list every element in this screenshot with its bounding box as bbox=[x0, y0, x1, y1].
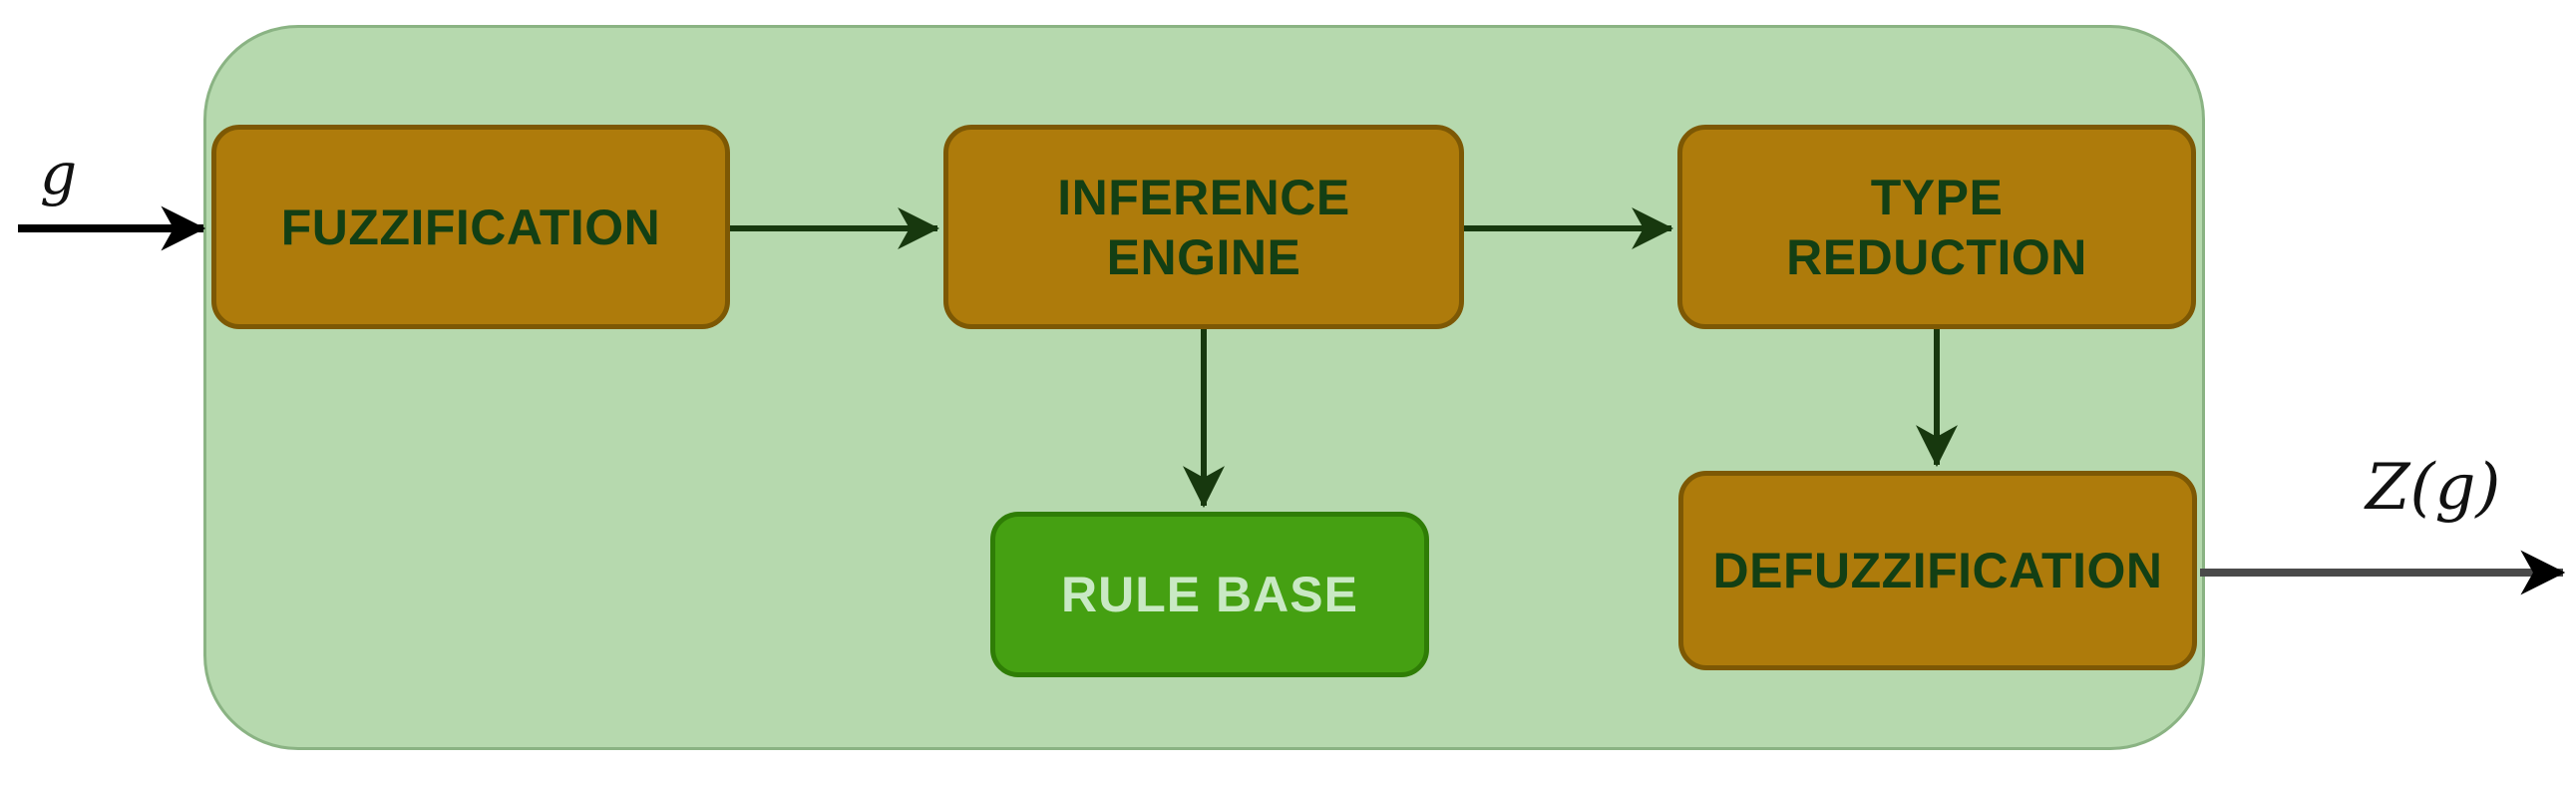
rule-base-label: RULE BASE bbox=[1061, 567, 1358, 622]
inference-engine-label-line1: INFERENCE bbox=[1057, 169, 1350, 225]
input-variable-label: g bbox=[40, 140, 78, 207]
fuzzification-label: FUZZIFICATION bbox=[280, 198, 661, 255]
type-reduction-label-line2: REDUCTION bbox=[1786, 228, 2087, 285]
type-reduction-block: TYPE REDUCTION bbox=[1677, 125, 2196, 329]
defuzzification-block: DEFUZZIFICATION bbox=[1678, 471, 2197, 670]
output-variable-label: Z(g) bbox=[2366, 451, 2501, 525]
inference-engine-label-line2: ENGINE bbox=[1106, 228, 1301, 285]
inference-engine-block: INFERENCE ENGINE bbox=[943, 125, 1464, 329]
rule-base-block: RULE BASE bbox=[990, 512, 1429, 677]
defuzzification-label: DEFUZZIFICATION bbox=[1712, 543, 2163, 598]
fuzzification-block: FUZZIFICATION bbox=[211, 125, 730, 329]
type-reduction-label-line1: TYPE bbox=[1870, 169, 2004, 225]
